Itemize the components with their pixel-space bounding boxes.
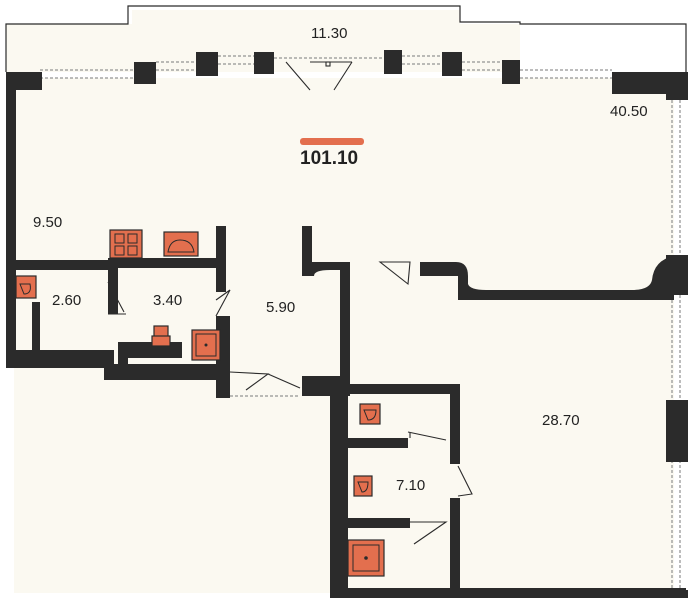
washbasin-icon-small-bath: [15, 275, 37, 299]
shower-icon-mid-bath: [191, 329, 221, 361]
toilet-icon: [151, 325, 171, 347]
total-area-accent-bar: [300, 138, 364, 145]
room-area-bath-east: 7.10: [396, 477, 425, 494]
room-area-bath-small: 2.60: [52, 292, 81, 309]
room-area-bath-mid: 3.40: [153, 292, 182, 309]
kitchen-sink-icon: [163, 231, 199, 257]
terrace-doors: [285, 61, 353, 91]
total-area-label: 101.10: [300, 148, 358, 169]
interior-doors: [107, 261, 473, 545]
room-area-terrace: 11.30: [311, 25, 347, 42]
washbasin-icon-east-bath: [359, 403, 381, 425]
terrace-outline: [5, 5, 687, 72]
facade-windows: [40, 55, 681, 590]
room-area-hall: 5.90: [266, 299, 295, 316]
washbasin-icon-east-bath-2: [353, 475, 373, 497]
room-area-main-hall: 40.50: [610, 103, 648, 120]
room-area-west-zone: 9.50: [33, 214, 62, 231]
walls: [6, 50, 688, 598]
room-area-bedroom: 28.70: [542, 412, 580, 429]
kitchen-stove-icon: [109, 229, 143, 259]
shower-icon-east-bath: [347, 539, 385, 577]
